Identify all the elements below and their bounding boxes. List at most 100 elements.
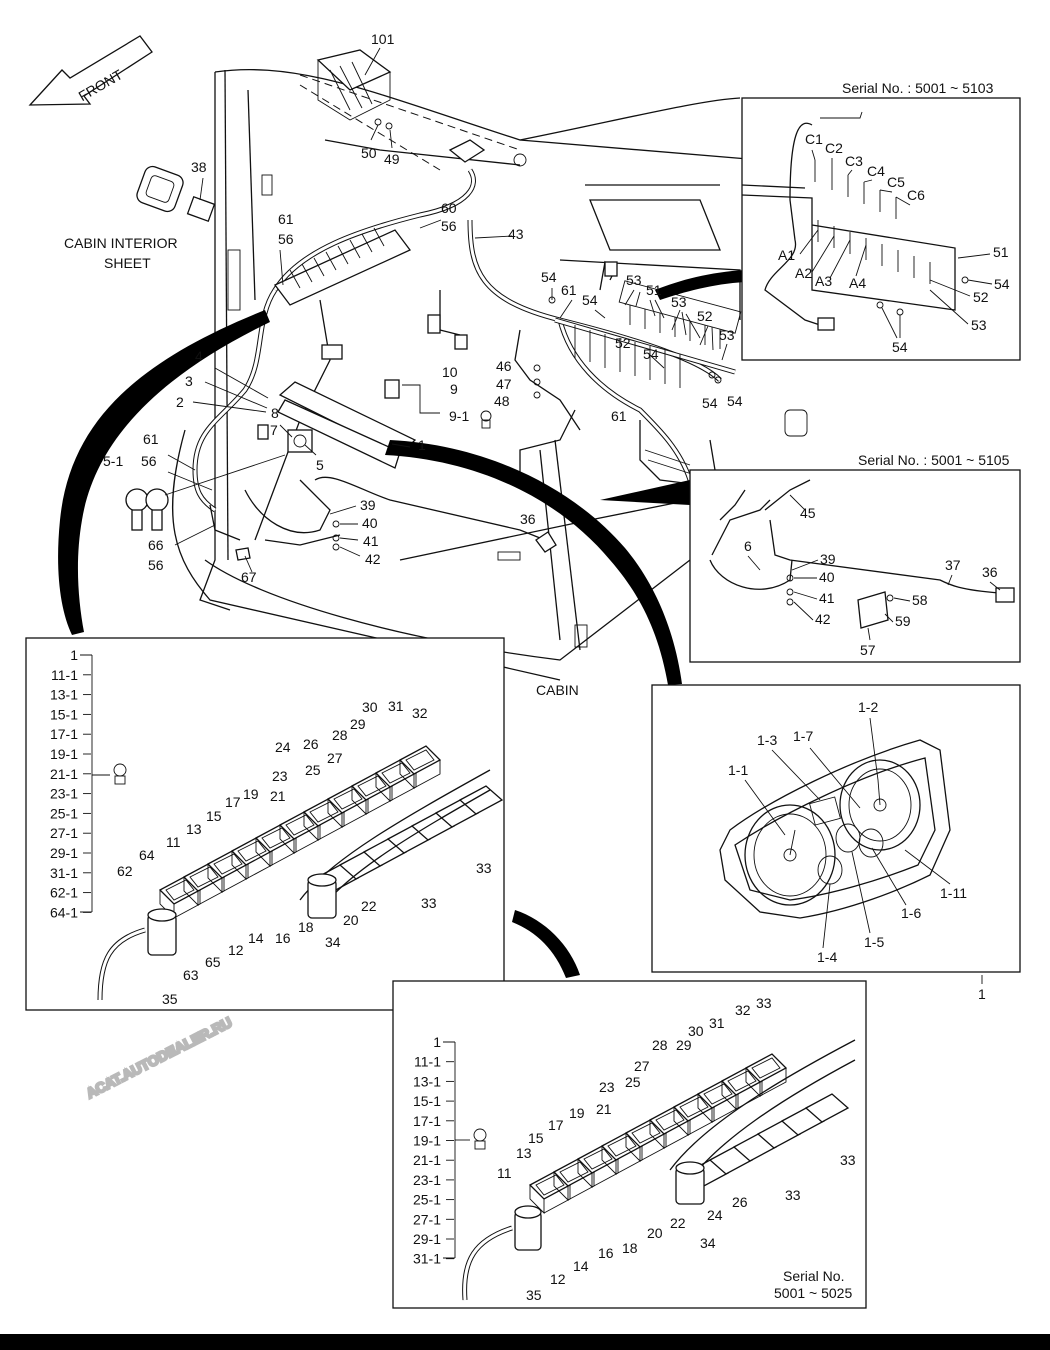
callout-c53c: 53 (719, 327, 735, 343)
callout-b33a: 33 (756, 995, 772, 1011)
callout-l24: 24 (275, 739, 291, 755)
bottom-bulb-list-item-1: 11-1 (414, 1054, 441, 1070)
callout-c1: 1 (418, 437, 426, 453)
bottom-bulb-list-item-0: 1 (433, 1034, 441, 1050)
callout-tC4: C4 (867, 163, 885, 179)
callout-l23: 23 (272, 768, 288, 784)
callout-b25: 25 (625, 1074, 641, 1090)
callout-b13: 13 (516, 1145, 532, 1161)
bottom-bulb-list-item-10: 29-1 (413, 1231, 441, 1247)
callout-l29: 29 (350, 716, 366, 732)
callout-c10: 10 (442, 364, 458, 380)
bottom-inset-switch-cover (804, 1093, 850, 1123)
inset-mid-right-serial: Serial No. : 5001 ~ 5105 (858, 452, 1010, 468)
left-bulb-list-item-13: 64-1 (50, 904, 78, 920)
callout-c47: 47 (496, 376, 512, 392)
callout-tA2: A2 (795, 265, 812, 281)
callout-l32: 32 (412, 705, 428, 721)
callout-g11: 1-1 (728, 762, 748, 778)
callout-c41: 41 (363, 533, 379, 549)
callout-c46: 46 (496, 358, 512, 374)
bottom-bulb-list-item-3: 15-1 (413, 1093, 441, 1109)
callout-b21: 21 (596, 1101, 612, 1117)
callout-c42: 42 (365, 551, 381, 567)
callout-l64: 64 (139, 847, 155, 863)
callout-t51: 51 (993, 244, 1009, 260)
callout-c61c: 61 (561, 282, 577, 298)
callout-b28: 28 (652, 1037, 668, 1053)
bulb-bottom (455, 1128, 487, 1150)
callout-c36: 36 (520, 511, 536, 527)
callout-l30: 30 (362, 699, 378, 715)
callout-c61d: 61 (611, 408, 627, 424)
callout-l12: 12 (228, 942, 244, 958)
callout-c7: 7 (270, 422, 278, 438)
bottom-bulb-list-item-2: 13-1 (413, 1073, 441, 1089)
inset-top-right-serial: Serial No. : 5001 ~ 5103 (842, 80, 994, 96)
cabin-frame (171, 69, 808, 681)
callout-tC6: C6 (907, 187, 925, 203)
callout-l15: 15 (206, 808, 222, 824)
bottom-bulb-list-item-8: 25-1 (413, 1192, 441, 1208)
callout-b27: 27 (634, 1058, 650, 1074)
callout-m41: 41 (819, 590, 835, 606)
callout-g111: 1-11 (940, 885, 967, 901)
bottom-bulb-list-item-7: 23-1 (413, 1172, 441, 1188)
callout-m57: 57 (860, 642, 876, 658)
inset-top-right: Serial No. : 5001 ~ 5103 C1 C2 C3 C4 C5 … (741, 80, 1021, 361)
callout-c50: 50 (361, 145, 377, 161)
callout-c61b: 61 (143, 431, 159, 447)
callout-c3: 3 (185, 373, 193, 389)
callout-m39: 39 (820, 551, 836, 567)
callout-l28: 28 (332, 727, 348, 743)
callout-l20: 20 (343, 912, 359, 928)
callout-b12: 12 (550, 1271, 566, 1287)
callout-b16: 16 (598, 1245, 614, 1261)
callout-tA3: A3 (815, 273, 832, 289)
callout-l18: 18 (298, 919, 314, 935)
callout-c54b: 54 (582, 292, 598, 308)
callout-b33b: 33 (840, 1152, 856, 1168)
callout-l34: 34 (325, 934, 341, 950)
keys-5-1 (125, 454, 286, 531)
cabin-label: CABIN (536, 682, 579, 698)
callout-l62: 62 (117, 863, 133, 879)
callout-g15: 1-5 (864, 934, 884, 950)
callout-b26: 26 (732, 1194, 748, 1210)
left-bulb-list-item-0: 1 (70, 647, 78, 663)
callout-m6: 6 (744, 538, 752, 554)
main-harness (192, 168, 722, 541)
callout-b24: 24 (707, 1207, 723, 1223)
callout-l35: 35 (162, 991, 178, 1007)
callout-c67: 67 (241, 569, 257, 585)
cabin-interior-sheet-line2: SHEET (104, 255, 151, 271)
callout-tA1: A1 (778, 247, 795, 263)
callout-b31: 31 (709, 1015, 725, 1031)
callout-c66: 66 (148, 537, 164, 553)
inset-left-switches: 111-113-115-117-119-121-123-125-127-129-… (25, 637, 505, 1011)
left-inset-switch (398, 745, 442, 790)
callout-tC3: C3 (845, 153, 863, 169)
callout-l16: 16 (275, 930, 291, 946)
callout-l11: 11 (166, 834, 181, 850)
bulb-left (92, 763, 127, 785)
left-bulb-list-item-10: 29-1 (50, 845, 78, 861)
callout-c43: 43 (508, 226, 524, 242)
callout-c54c: 54 (643, 346, 659, 362)
callout-b19: 19 (569, 1105, 585, 1121)
left-bulb-list-item-1: 11-1 (51, 667, 78, 683)
watermark: ACAT.AUTODEALER.RU (83, 1014, 234, 1101)
callout-c53a: 53 (626, 272, 642, 288)
callout-c40: 40 (362, 515, 378, 531)
callout-t52: 52 (973, 289, 989, 305)
cabin-interior-sheet-line1: CABIN INTERIOR (64, 235, 178, 251)
callout-c39: 39 (360, 497, 376, 513)
display-38 (136, 165, 216, 223)
sweep-arrow-mid (600, 480, 690, 505)
gauge-inset: 1-2 1-3 1-7 1-1 1-11 1-6 1-5 1-4 1 (651, 684, 1021, 1002)
callout-l26: 26 (303, 736, 319, 752)
callout-b23: 23 (599, 1079, 615, 1095)
inset-bottom-switches: 111-113-115-117-119-121-123-125-127-129-… (392, 980, 867, 1309)
main-callouts: 101 50 49 38 61 56 60 56 43 4 3 8 2 7 5 … (64, 31, 743, 698)
left-bulb-list-item-4: 17-1 (50, 726, 78, 742)
